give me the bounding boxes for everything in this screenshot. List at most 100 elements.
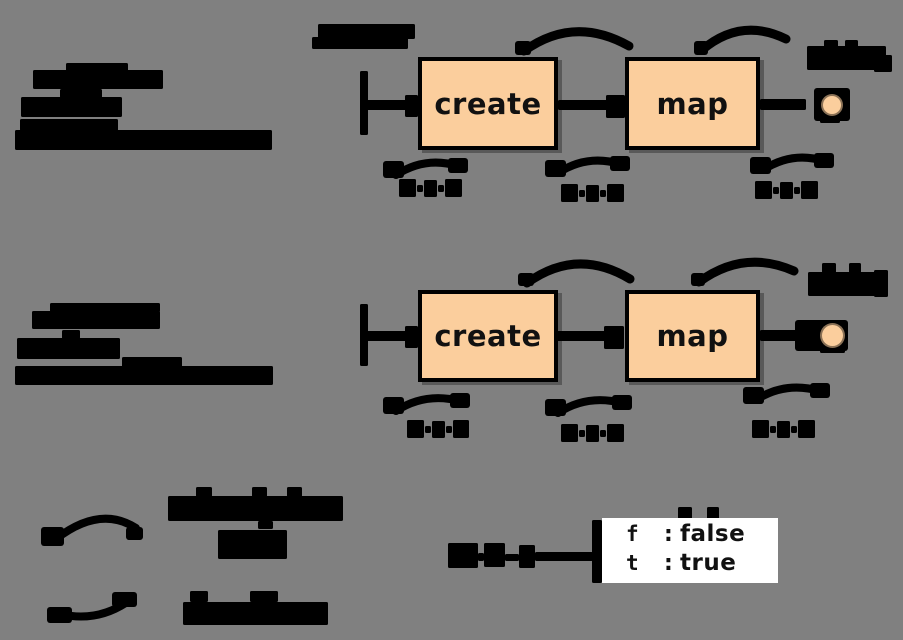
redacted-listener-label-2-asc1 bbox=[822, 263, 836, 273]
redacted-marble-sample-m1 bbox=[448, 543, 478, 568]
output-line-1 bbox=[760, 99, 806, 110]
redacted-marbles-1c-m1 bbox=[755, 181, 772, 199]
redacted-legend-label2-asc2 bbox=[250, 591, 278, 602]
redacted-marble-sample-m3 bbox=[519, 545, 535, 568]
redacted-listener-label-1-step bbox=[874, 55, 892, 72]
input-arrowhead-2 bbox=[405, 326, 418, 348]
redacted-listener-label-2-asc2 bbox=[849, 263, 861, 273]
redacted-caption2-line2 bbox=[17, 338, 120, 359]
legend-value-true: true bbox=[680, 550, 737, 576]
legend-arrow-wavy-head bbox=[47, 607, 72, 623]
arc-map-listener-1 bbox=[697, 25, 791, 55]
legend-row-true: t : true bbox=[626, 550, 778, 579]
annotation-arrow-1a-tail bbox=[448, 158, 468, 173]
redacted-marbles-2b-m2 bbox=[586, 425, 599, 442]
redacted-marbles-1b-d2 bbox=[600, 190, 606, 197]
redacted-legend-label1-asc3 bbox=[287, 487, 302, 497]
listener-dot-2 bbox=[820, 323, 845, 348]
redacted-marbles-2c-d2 bbox=[791, 426, 797, 433]
redacted-label-above-input-1b bbox=[312, 37, 408, 49]
redacted-legend-label1-desc bbox=[258, 521, 273, 529]
annotation-arrow-1b-tail bbox=[610, 156, 630, 171]
operator-box-map-1: map bbox=[625, 57, 760, 150]
legend-key-t: t bbox=[626, 551, 639, 575]
redacted-caption2-line3-ascenders bbox=[122, 357, 182, 368]
redacted-marbles-1c-m3 bbox=[801, 181, 818, 199]
operator-box-map-2: map bbox=[625, 290, 760, 382]
redacted-marbles-1a-m3 bbox=[445, 179, 462, 197]
redacted-listener-label-2-step bbox=[874, 270, 888, 297]
output-endpoint-tick-1 bbox=[820, 116, 840, 123]
redacted-caption1-line1 bbox=[33, 70, 163, 89]
redacted-caption1-line2 bbox=[21, 97, 122, 117]
marble-key-legend: f : false t : true bbox=[602, 518, 778, 583]
redacted-marbles-2a-m1 bbox=[407, 420, 424, 438]
redacted-marbles-2c-m3 bbox=[798, 420, 815, 438]
redacted-marbles-1a-d2 bbox=[438, 185, 444, 192]
redacted-marbles-2c-m1 bbox=[752, 420, 769, 438]
redacted-listener-label-2 bbox=[808, 272, 878, 296]
redacted-marbles-1b-m2 bbox=[586, 185, 599, 202]
legend-text-ascender-2 bbox=[707, 507, 719, 519]
legend-arrow-curved-tail bbox=[126, 527, 143, 540]
legend-value-false: false bbox=[680, 521, 746, 547]
arc-create-map-2 bbox=[522, 259, 635, 288]
redacted-caption1-line3-ascenders bbox=[20, 119, 118, 131]
redacted-marbles-2b-m3 bbox=[607, 424, 624, 442]
redacted-caption1-line1-ascenders bbox=[66, 63, 128, 72]
operator-label-create-1: create bbox=[434, 86, 542, 121]
arc-create-map-1 bbox=[519, 27, 634, 56]
redacted-legend-label1-line2 bbox=[218, 530, 287, 559]
legend-separator: : bbox=[664, 551, 673, 576]
arc-create-map-1-end bbox=[515, 41, 531, 55]
operator-label-create-2: create bbox=[434, 319, 542, 353]
operator-label-map-2: map bbox=[656, 319, 729, 353]
redacted-caption2-line2-ascenders bbox=[62, 330, 80, 339]
redacted-marbles-2a-d2 bbox=[446, 426, 452, 433]
legend-key-f: f bbox=[626, 522, 639, 546]
redacted-marble-sample-m2 bbox=[484, 543, 505, 567]
redacted-marbles-1c-d2 bbox=[794, 187, 800, 194]
legend-row-false: f : false bbox=[626, 521, 778, 550]
input-terminator-2 bbox=[360, 304, 368, 366]
redacted-marbles-2a-m2 bbox=[432, 421, 445, 438]
redacted-listener-label-1-asc1 bbox=[824, 40, 838, 48]
arc-map-listener-2-end bbox=[691, 273, 705, 286]
operator-box-create-2: create bbox=[418, 290, 558, 382]
legend-arrow-wavy-tail bbox=[112, 592, 137, 607]
annotation-arrow-2b-tail bbox=[612, 395, 632, 410]
redacted-marble-sample-d1 bbox=[478, 553, 484, 561]
redacted-caption2-line3 bbox=[15, 366, 273, 385]
redacted-legend-label2 bbox=[183, 602, 328, 625]
legend-text-ascender-1 bbox=[678, 507, 692, 519]
input-arrowhead-1 bbox=[405, 95, 418, 117]
redacted-caption2-line1-ascenders bbox=[50, 303, 160, 312]
arc-create-map-2-end bbox=[518, 273, 534, 286]
annotation-arrow-1c-tail bbox=[814, 153, 834, 168]
redacted-marbles-2c-m2 bbox=[777, 421, 790, 438]
redacted-legend-label2-asc1 bbox=[190, 591, 208, 602]
listener-dot-1 bbox=[821, 94, 843, 116]
input-terminator-1 bbox=[360, 71, 368, 135]
redacted-marbles-1a-m2 bbox=[424, 180, 437, 197]
redacted-label-above-input-1a bbox=[318, 24, 415, 39]
redacted-marbles-1a-d1 bbox=[417, 185, 423, 192]
marble-sample-line bbox=[535, 552, 593, 561]
redacted-marbles-1b-m3 bbox=[607, 184, 624, 202]
redacted-marbles-2c-d1 bbox=[770, 426, 776, 433]
redacted-marbles-1a-m1 bbox=[399, 179, 416, 197]
link-arrowhead-2 bbox=[604, 326, 624, 349]
arc-map-listener-2 bbox=[694, 257, 799, 287]
operator-box-create-1: create bbox=[418, 57, 558, 150]
legend-arrow-curved bbox=[52, 514, 140, 543]
redacted-marbles-1b-d1 bbox=[579, 190, 585, 197]
redacted-legend-label1-line1 bbox=[168, 496, 343, 521]
marble-sample-terminator bbox=[592, 520, 602, 583]
redacted-listener-label-1 bbox=[807, 46, 886, 70]
legend-separator: : bbox=[664, 522, 673, 547]
redacted-marbles-2b-d1 bbox=[579, 430, 585, 437]
redacted-marbles-2a-d1 bbox=[425, 426, 431, 433]
redacted-caption1-line3 bbox=[15, 130, 272, 150]
output-line-2 bbox=[760, 330, 805, 341]
